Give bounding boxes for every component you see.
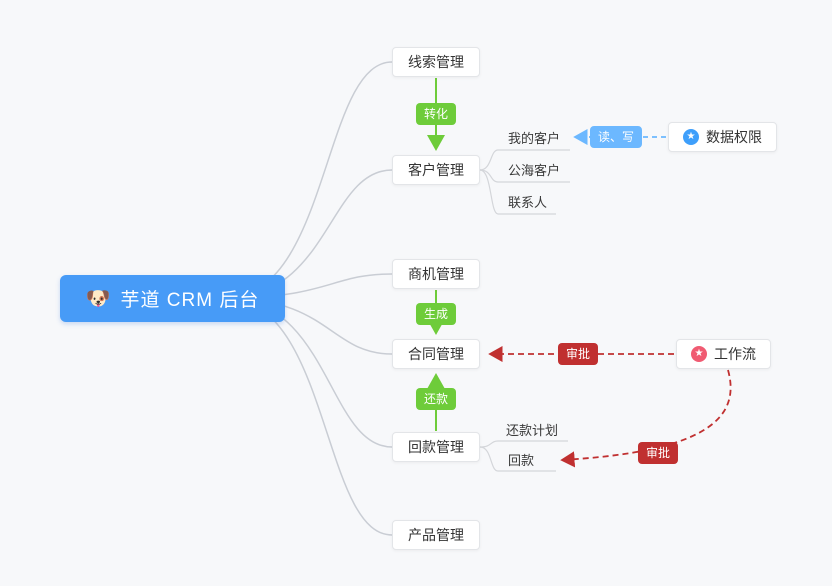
approval-arrows (488, 345, 732, 468)
badge-convert: 转化 (415, 103, 457, 125)
node-label: 工作流 (714, 346, 756, 362)
node-customer-management[interactable]: 客户管理 (392, 155, 480, 185)
badge-approve-contract: 审批 (557, 343, 599, 365)
child-contacts[interactable]: 联系人 (508, 195, 548, 210)
dog-emoji-icon: 🐶 (85, 287, 112, 310)
badge-generate: 生成 (415, 303, 457, 325)
star-glyph: ★ (694, 348, 704, 359)
child-my-customers[interactable]: 我的客户 (508, 131, 561, 146)
badge-approve-payment: 审批 (637, 442, 679, 464)
node-opportunity-management[interactable]: 商机管理 (392, 259, 480, 289)
star-glyph: ★ (686, 131, 696, 142)
node-label: 合同管理 (408, 346, 464, 362)
node-lead-management[interactable]: 线索管理 (392, 47, 480, 77)
node-label: 数据权限 (706, 129, 762, 145)
root-node-crm-backend[interactable]: 🐶 芋道 CRM 后台 (60, 275, 285, 322)
star-icon: ★ (691, 346, 707, 362)
node-data-permission[interactable]: ★ 数据权限 (668, 122, 777, 152)
node-payment-management[interactable]: 回款管理 (392, 432, 480, 462)
node-label: 回款管理 (408, 439, 464, 455)
node-workflow[interactable]: ★ 工作流 (676, 339, 771, 369)
child-public-customers[interactable]: 公海客户 (508, 163, 561, 178)
payment-children-connectors (479, 440, 568, 472)
star-icon: ★ (683, 129, 699, 145)
node-label: 产品管理 (408, 527, 464, 543)
node-label: 商机管理 (408, 266, 464, 282)
node-label: 线索管理 (408, 54, 464, 70)
customer-children-connectors (479, 149, 570, 215)
node-product-management[interactable]: 产品管理 (392, 520, 480, 550)
badge-repay: 还款 (415, 388, 457, 410)
node-label: 客户管理 (408, 162, 464, 178)
child-payment[interactable]: 回款 (508, 453, 535, 468)
badge-read-write: 读、写 (589, 126, 643, 148)
node-contract-management[interactable]: 合同管理 (392, 339, 480, 369)
root-node-label: 芋道 CRM 后台 (120, 290, 260, 311)
child-repayment-plan[interactable]: 还款计划 (506, 423, 559, 438)
